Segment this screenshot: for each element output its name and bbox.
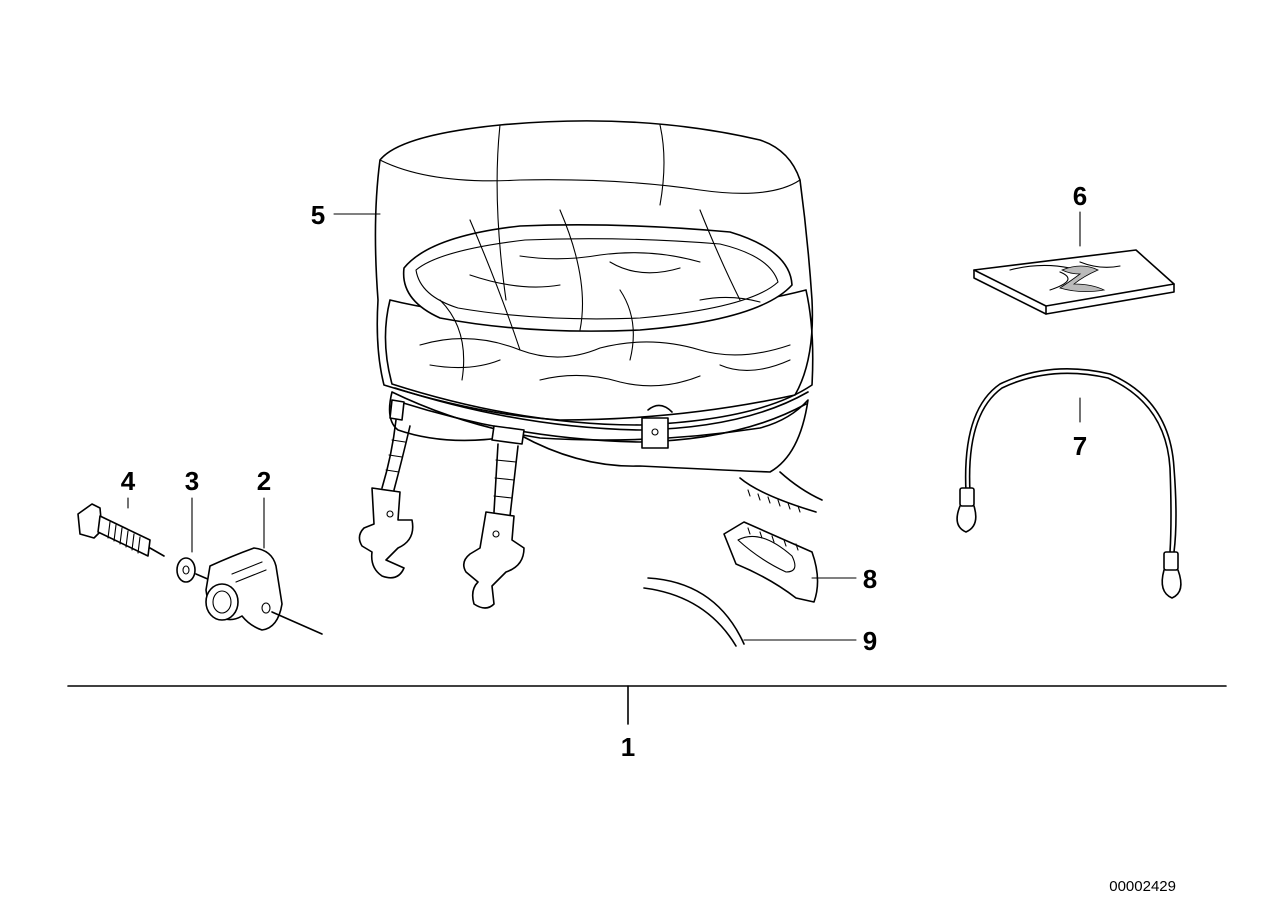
document-id: 00002429 (1109, 878, 1176, 895)
label-part-3: 3 (185, 466, 199, 496)
assembly-bracket (67, 685, 1227, 725)
washer-part (176, 557, 211, 583)
label-part-6: 6 (1073, 181, 1087, 211)
label-part-1: 1 (621, 732, 635, 762)
label-part-4: 4 (121, 466, 136, 496)
leader-lines (127, 211, 1081, 641)
bolt-part (77, 503, 165, 557)
label-part-8: 8 (863, 564, 877, 594)
strap-buckle-part (723, 521, 819, 603)
tank-bag-assembly (358, 120, 823, 609)
clamp-part (205, 547, 323, 635)
security-cable-part (956, 368, 1182, 599)
curved-pad-part (643, 577, 745, 647)
label-part-9: 9 (863, 626, 877, 656)
label-part-5: 5 (311, 200, 325, 230)
label-part-2: 2 (257, 466, 271, 496)
label-part-7: 7 (1073, 431, 1087, 461)
manual-booklet-part (973, 249, 1175, 315)
